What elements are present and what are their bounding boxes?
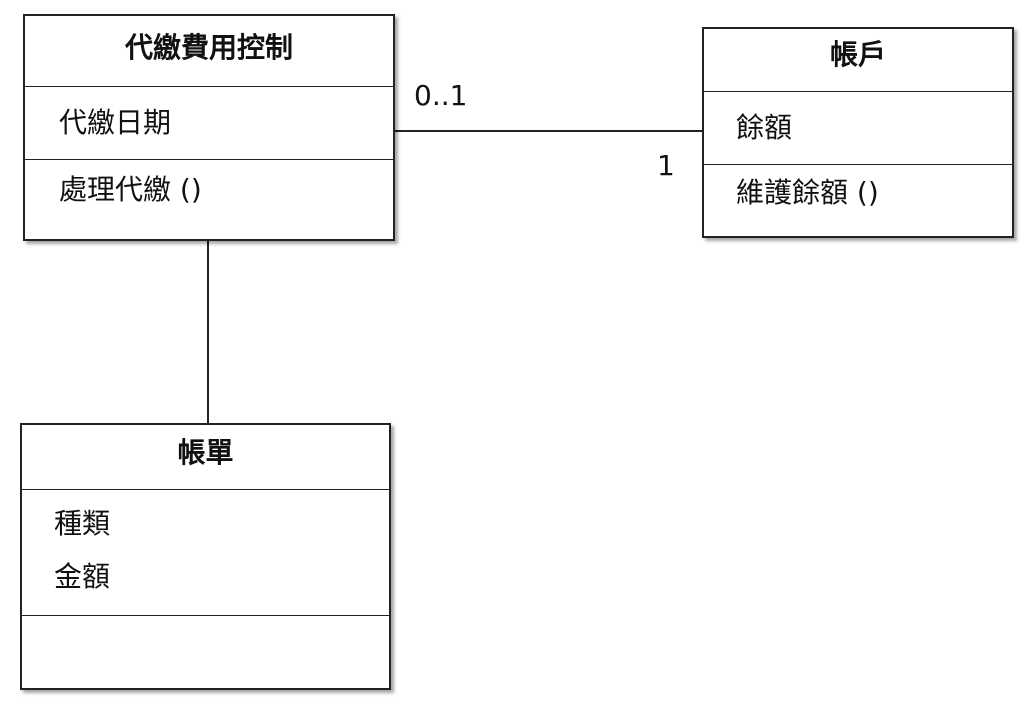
operations-compartment: 維護餘額 ()	[704, 164, 1012, 236]
operation-item: 處理代繳 ()	[59, 173, 202, 206]
class-bill: 帳單 種類 金額	[20, 423, 391, 690]
class-payment-control: 代繳費用控制 代繳日期 處理代繳 ()	[23, 14, 395, 241]
attributes-compartment: 種類 金額	[22, 489, 389, 615]
class-name: 帳單	[177, 436, 234, 469]
multiplicity-control-end: 0..1	[414, 79, 468, 112]
multiplicity-account-end: 1	[657, 149, 675, 182]
operations-compartment	[22, 615, 389, 688]
operations-compartment: 處理代繳 ()	[25, 159, 393, 239]
association-line-control-account	[395, 130, 703, 132]
attributes-compartment: 餘額	[704, 91, 1012, 164]
attributes-compartment: 代繳日期	[25, 86, 393, 159]
attribute-item: 金額	[54, 560, 111, 593]
association-line-control-bill	[207, 240, 209, 424]
class-name: 帳戶	[829, 38, 886, 71]
class-account: 帳戶 餘額 維護餘額 ()	[702, 27, 1014, 238]
attribute-item: 種類	[54, 507, 111, 540]
attribute-item: 代繳日期	[59, 106, 172, 139]
operation-item: 維護餘額 ()	[736, 176, 879, 209]
class-name: 代繳費用控制	[124, 31, 293, 64]
attribute-item: 餘額	[736, 111, 793, 144]
